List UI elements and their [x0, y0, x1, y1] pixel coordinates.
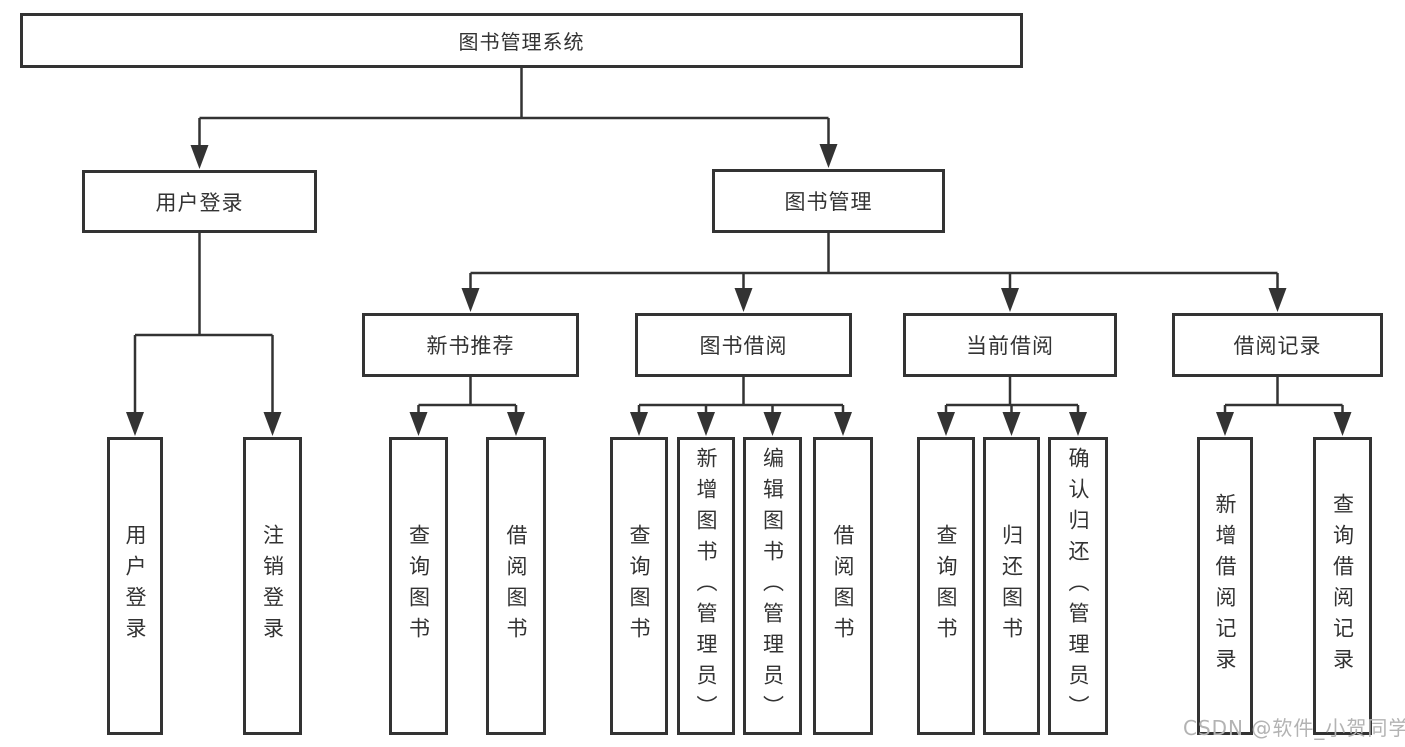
connector-newbook-to-leaves — [417, 377, 518, 417]
leaf-edit-books-admin: 编辑图书（管理员） — [743, 437, 802, 735]
leaf-edit-books-admin-label: 编辑图书（管理员） — [760, 446, 785, 726]
connector-root-to-level2 — [198, 68, 830, 150]
leaf-query-books-1: 查询图书 — [389, 437, 448, 735]
connector-bookborrow-to-leaves — [637, 377, 845, 417]
arrowheads — [126, 144, 1352, 436]
connector-userlogin-to-leaves — [133, 233, 274, 417]
leaf-add-books-admin-label: 新增图书（管理员） — [694, 446, 719, 726]
leaf-borrow-books-2: 借阅图书 — [813, 437, 873, 735]
leaf-confirm-return-admin: 确认归还（管理员） — [1048, 437, 1108, 735]
leaf-borrow-books-1-label: 借阅图书 — [504, 524, 529, 648]
node-library-management-system: 图书管理系统 — [20, 13, 1023, 68]
leaf-query-borrow-record-label: 查询借阅记录 — [1330, 493, 1355, 679]
leaf-query-borrow-record: 查询借阅记录 — [1313, 437, 1372, 735]
node-book-management: 图书管理 — [712, 169, 945, 233]
connector-currentborrow-to-leaves — [944, 377, 1080, 417]
leaf-query-books-1-label: 查询图书 — [406, 524, 431, 648]
leaf-user-login: 用户登录 — [107, 437, 163, 735]
connector-borrowrecords-to-leaves — [1223, 377, 1344, 417]
leaf-query-books-3-label: 查询图书 — [934, 524, 959, 648]
leaf-borrow-books-2-label: 借阅图书 — [831, 524, 856, 648]
leaf-query-books-3: 查询图书 — [917, 437, 975, 735]
leaf-return-books-label: 归还图书 — [999, 524, 1024, 648]
leaf-confirm-return-admin-label: 确认归还（管理员） — [1066, 446, 1091, 726]
node-book-borrowing: 图书借阅 — [635, 313, 852, 377]
watermark: CSDN @软件_小贺同学 — [1183, 716, 1405, 740]
leaf-borrow-books-1: 借阅图书 — [486, 437, 546, 735]
leaf-user-login-label: 用户登录 — [123, 524, 148, 648]
leaf-logout: 注销登录 — [243, 437, 302, 735]
leaf-query-books-2: 查询图书 — [610, 437, 668, 735]
node-new-book-recommend: 新书推荐 — [362, 313, 579, 377]
connector-bookmgmt-to-level3 — [469, 233, 1279, 293]
leaf-add-books-admin: 新增图书（管理员） — [677, 437, 735, 735]
leaf-logout-label: 注销登录 — [260, 524, 285, 648]
node-user-login: 用户登录 — [82, 170, 317, 233]
node-current-borrowing: 当前借阅 — [903, 313, 1117, 377]
leaf-return-books: 归还图书 — [983, 437, 1040, 735]
leaf-add-borrow-record: 新增借阅记录 — [1197, 437, 1253, 735]
leaf-add-borrow-record-label: 新增借阅记录 — [1213, 493, 1238, 679]
node-borrow-records: 借阅记录 — [1172, 313, 1383, 377]
leaf-query-books-2-label: 查询图书 — [627, 524, 652, 648]
